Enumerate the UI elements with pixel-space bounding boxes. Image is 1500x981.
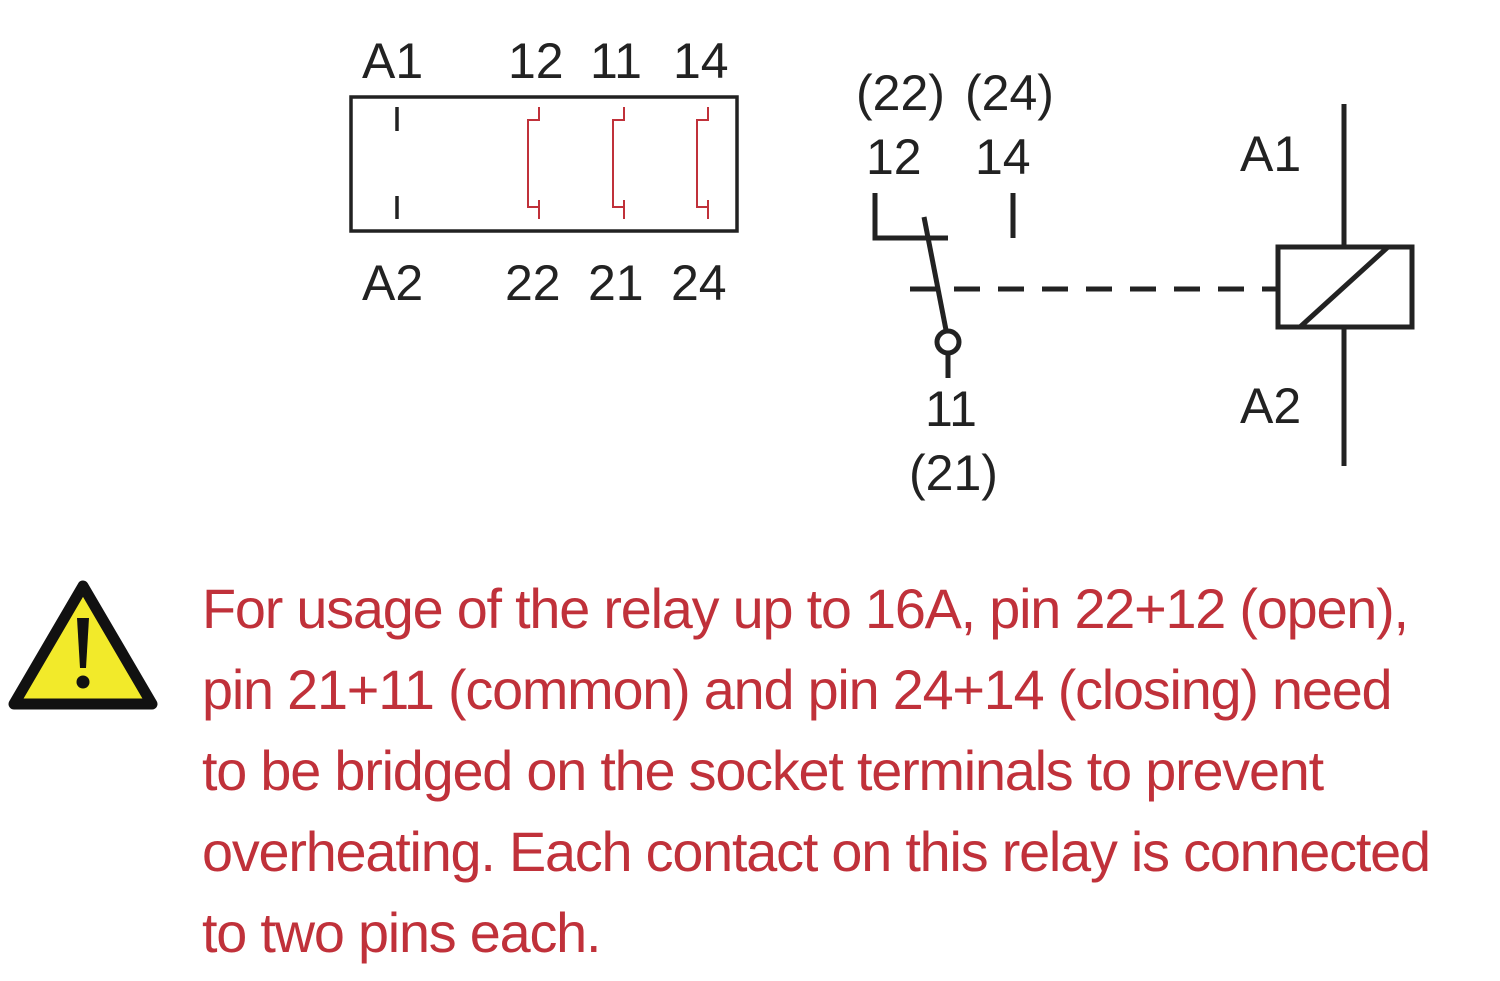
- warning-line-5: to two pins each.: [202, 901, 601, 964]
- label-pin-11: 11: [925, 381, 977, 437]
- contact-bridge-12-22: [527, 107, 540, 219]
- pin-label-11: 11: [590, 33, 642, 89]
- pin-label-a2: A2: [362, 255, 423, 311]
- label-common-pins: (21): [909, 445, 998, 501]
- pin-label-22: 22: [505, 255, 561, 311]
- switch-pivot: [934, 328, 962, 356]
- pin-label-a1: A1: [362, 33, 423, 89]
- label-coil-a1: A1: [1240, 126, 1301, 182]
- warning-line-3: to be bridged on the socket terminals to…: [202, 739, 1324, 802]
- pin-label-14: 14: [673, 33, 729, 89]
- pin-label-12: 12: [508, 33, 564, 89]
- label-closing-pins: (24): [965, 65, 1054, 121]
- label-pin-14: 14: [975, 129, 1031, 185]
- warning-line-1: For usage of the relay up to 16A, pin 22…: [202, 577, 1409, 640]
- warning-line-4: overheating. Each contact on this relay …: [202, 820, 1431, 883]
- relay-schematic: (22) (24) 12 14 11 (21) A1 A2: [856, 65, 1415, 501]
- nc-contact-12: [872, 193, 948, 241]
- switch-blade: [921, 216, 949, 331]
- warning-line-2: pin 21+11 (common) and pin 24+14 (closin…: [202, 658, 1393, 721]
- contact-bridge-11-21: [612, 107, 625, 219]
- relay-socket-outline: [349, 95, 739, 233]
- label-coil-a2: A2: [1240, 378, 1301, 434]
- label-open-pins: (22): [856, 65, 945, 121]
- warning-triangle-icon: [8, 580, 158, 710]
- pin-layout: A1 12 11 14 A2 22 21 24: [349, 33, 739, 311]
- pin-label-21: 21: [588, 255, 644, 311]
- pin-label-24: 24: [671, 255, 727, 311]
- contact-bridge-14-24: [696, 107, 709, 219]
- label-pin-12: 12: [866, 129, 922, 185]
- warning-message: For usage of the relay up to 16A, pin 22…: [202, 568, 1497, 973]
- coil-diagonal: [1298, 245, 1390, 329]
- relay-wiring-diagram: A1 12 11 14 A2 22 21 24 (22) (24) 12 14: [349, 33, 1415, 501]
